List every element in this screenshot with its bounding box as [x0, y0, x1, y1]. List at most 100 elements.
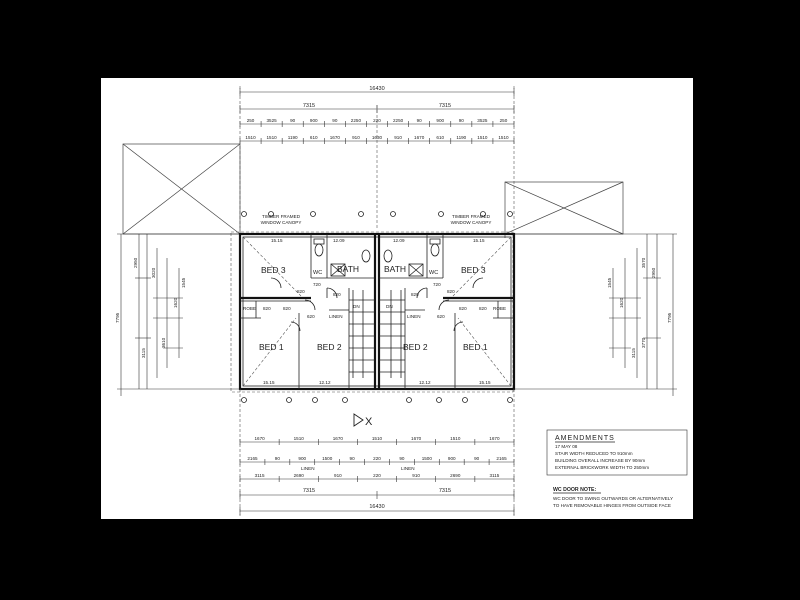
overall-depth-right: 7795	[667, 312, 672, 323]
door-size: 820	[411, 292, 419, 297]
roof-outline-left	[122, 143, 241, 235]
section-mark-label: X	[365, 416, 373, 428]
room-bed2-right: BED 2	[403, 342, 428, 352]
room-wc-right: WC	[429, 270, 438, 276]
dimension-value: 2165	[247, 456, 258, 461]
section-marker: X	[353, 413, 373, 428]
dimension-value: 2690	[294, 473, 305, 478]
dimension-value: 1670	[254, 436, 265, 441]
amendment-item: BUILDING OVERALL INCREASE BY 90mm	[555, 458, 645, 463]
room-robe-left: ROBE	[243, 306, 256, 311]
dimension-value: 1500	[422, 456, 433, 461]
dimension-value: 900	[436, 118, 444, 123]
stair-dn-left: DN	[353, 304, 360, 309]
door-size: 820	[333, 292, 341, 297]
door-size: 820	[297, 289, 305, 294]
dimension-value: 90	[459, 118, 465, 123]
right-dimension: 2950	[651, 267, 656, 278]
right-dimension: 1545	[607, 277, 612, 288]
dimension-value: 910	[352, 135, 360, 140]
amendments-box: AMENDMENTS 17 MAY 08 STAIR WIDTH REDUCED…	[546, 429, 688, 476]
dimension-value: 610	[310, 135, 318, 140]
wc-note-title: WC DOOR NOTE:	[553, 487, 596, 493]
dimension-value: 1510	[498, 135, 509, 140]
room-linen-left: LINEN	[329, 314, 343, 319]
dimension-value: 900	[310, 118, 318, 123]
right-dimensions: 3570 2950 3115 1620 1545 3770 7795	[515, 233, 677, 396]
door-size-labels: 720 820 820 820 820 620 620 720 820 820 …	[263, 282, 487, 319]
dimension-value: 1670	[411, 436, 422, 441]
right-dimension: 3770	[641, 337, 646, 348]
dimension-value: 250	[500, 118, 508, 123]
dimension-value: 1190	[456, 135, 466, 140]
linen-dim-label-left: LINEN	[301, 466, 315, 471]
dimension-value: 220	[373, 473, 381, 478]
dimension-value: 3525	[266, 118, 277, 123]
dimension-value: 250	[247, 118, 255, 123]
dimension-value: 610	[436, 135, 444, 140]
window-label: 15.15	[479, 380, 491, 385]
dimension-value: 90	[350, 456, 356, 461]
door-size: 820	[459, 306, 467, 311]
wc-note-line: WC DOOR TO SWING OUTWARDS OR ALTERNATIVE…	[553, 496, 673, 501]
window-label: 12.09	[393, 238, 405, 243]
room-bed3-left: BED 3	[261, 265, 286, 275]
door-size: 720	[313, 282, 321, 287]
roof-outline-right	[504, 181, 624, 238]
dimension-value: 1510	[372, 436, 383, 441]
dimension-value: 1670	[489, 436, 500, 441]
door-size: 620	[437, 314, 445, 319]
left-dimension: 1620	[173, 297, 178, 308]
canopy-right-line2: WINDOW CANOPY	[451, 220, 492, 225]
door-size: 820	[283, 306, 291, 311]
room-labels: BED 3 WC BATH ROBE LINEN DN BED 1 BED 2 …	[243, 264, 506, 352]
half-width-right: 7315	[439, 103, 451, 109]
bathroom-fixtures	[313, 238, 441, 277]
dimension-value: 3115	[255, 473, 265, 478]
dimension-value: 900	[448, 456, 456, 461]
door-size: 720	[433, 282, 441, 287]
stair-left	[349, 290, 375, 378]
room-bed1-right: BED 1	[463, 342, 488, 352]
dimension-value: 3115	[489, 473, 499, 478]
dimension-value: 1510	[266, 135, 277, 140]
dimension-value: 2250	[351, 118, 362, 123]
dimension-value: 3525	[477, 118, 488, 123]
dimension-value: 90	[332, 118, 338, 123]
dimension-value: 90	[474, 456, 480, 461]
dimension-value: 90	[290, 118, 296, 123]
overall-width-label: 16430	[369, 86, 384, 92]
room-bath-left: BATH	[337, 264, 359, 274]
overall-depth-left: 7795	[115, 312, 120, 323]
dimension-value: 2690	[450, 473, 461, 478]
dimension-value: 910	[412, 473, 420, 478]
door-size: 820	[263, 306, 271, 311]
canopy-left-line1: TIMBER FRAMED	[262, 214, 301, 219]
window-label: 12.12	[319, 380, 331, 385]
dimension-value: 90	[417, 118, 423, 123]
right-dimension: 1620	[619, 297, 624, 308]
room-bed1-left: BED 1	[259, 342, 284, 352]
window-label: 12.09	[333, 238, 345, 243]
room-bed2-left: BED 2	[317, 342, 342, 352]
dimension-value: 1670	[333, 436, 344, 441]
window-labels: 15.15 12.09 12.09 15.15 15.15 12.12 12.1…	[263, 238, 491, 385]
linen-dim-label-right: LINEN	[401, 466, 415, 471]
amendment-item: STAIR WIDTH REDUCED TO 910mm	[555, 451, 633, 456]
dimension-value: 1500	[322, 456, 333, 461]
dimension-value: 1670	[330, 135, 341, 140]
dimension-value: 2250	[393, 118, 404, 123]
dimension-value: 1510	[450, 436, 461, 441]
right-dimension: 3570	[641, 257, 646, 268]
room-linen-right: LINEN	[407, 314, 421, 319]
dimension-value: 1190	[288, 135, 298, 140]
left-dimension: 3610	[161, 337, 166, 348]
left-dimensions: 2950 3115 3020 3610 1620 1545 7795	[115, 233, 239, 396]
dimension-value: 910	[394, 135, 402, 140]
canopy-right-line1: TIMBER FRAMED	[452, 214, 491, 219]
room-robe-right: ROBE	[493, 306, 506, 311]
